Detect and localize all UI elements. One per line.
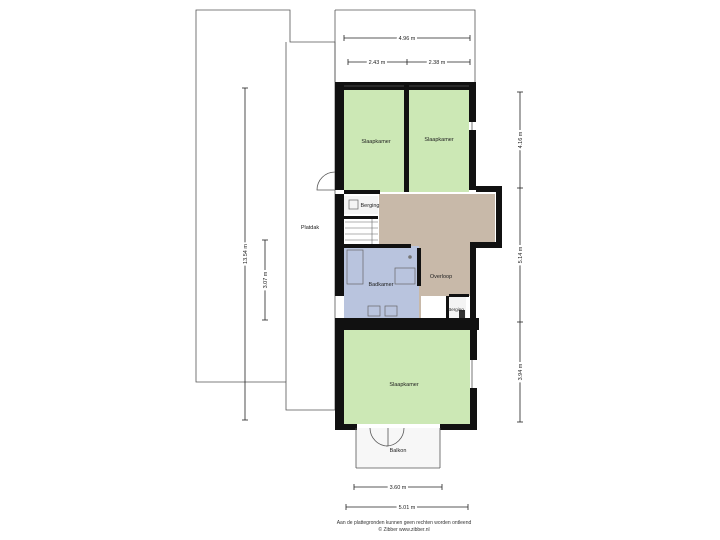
dim-top-total: 4.96 m	[399, 36, 416, 42]
footer: Aan de plattegronden kunnen geen rechten…	[337, 520, 472, 533]
drain-icon	[408, 255, 412, 259]
label-bedroom-bottom: Slaapkamer	[389, 382, 419, 388]
room-storage-top	[344, 196, 378, 214]
washing-machine	[348, 199, 359, 210]
dim-bottom-outer: 5.01 m	[399, 505, 416, 511]
sink-right	[384, 305, 398, 317]
room-bedroom-top-right	[409, 90, 469, 192]
bathtub	[346, 249, 364, 285]
room-fills	[344, 90, 495, 468]
dim-right-middle: 5.14 m	[518, 246, 524, 263]
room-bedroom-bottom	[344, 330, 470, 424]
label-balcony: Balkon	[390, 448, 407, 454]
room-labels: Slaapkamer Slaapkamer Berging Overloop B…	[301, 137, 464, 454]
walls	[335, 82, 502, 430]
label-flat-roof: Platdak	[301, 225, 320, 231]
shower-tray	[394, 267, 416, 285]
room-bedroom-top-left	[344, 90, 406, 192]
label-bedroom-top-left: Slaapkamer	[361, 139, 391, 145]
dim-top-right: 2.38 m	[429, 60, 446, 66]
label-bathroom: Badkamer	[368, 282, 393, 288]
boiler-icon	[459, 310, 465, 318]
dimension-lines	[242, 35, 523, 510]
label-bedroom-top-right: Slaapkamer	[424, 137, 454, 143]
fixtures	[345, 199, 465, 318]
dim-right-top: 4.16 m	[518, 131, 524, 148]
room-balcony	[356, 428, 440, 468]
dim-top-left: 2.43 m	[369, 60, 386, 66]
dim-left-outer: 13.54 m	[243, 244, 249, 264]
label-storage-top: Berging	[361, 203, 380, 209]
staircase-icon	[345, 219, 378, 244]
footer-copyright: © Zibber www.zibber.nl	[378, 526, 429, 533]
dim-left-inner: 3.07 m	[263, 271, 269, 288]
footer-disclaimer: Aan de plattegronden kunnen geen rechten…	[337, 520, 472, 526]
label-landing: Overloop	[430, 274, 452, 280]
room-bathroom	[344, 246, 419, 318]
openings	[316, 85, 473, 469]
sink-left	[367, 305, 381, 317]
dim-right-bottom: 3.94 m	[518, 363, 524, 380]
dim-bottom-inner: 3.60 m	[390, 485, 407, 491]
label-storage-small: Berging	[448, 307, 464, 312]
dimension-labels: 4.96 m 2.43 m 2.38 m 4.16 m 5.14 m 3.94 …	[241, 34, 526, 513]
